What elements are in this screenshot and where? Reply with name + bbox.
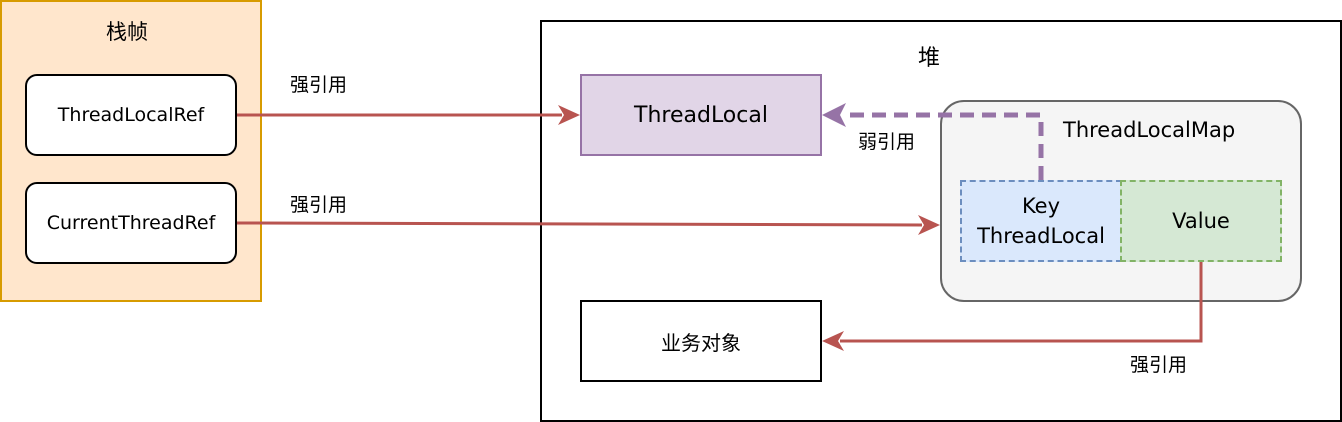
stack-frame-title: 栈帧 (106, 20, 148, 44)
weak-ref-arrow (822, 103, 1044, 180)
map-key-line1: Key (1021, 194, 1061, 218)
map-value-label: Value (1172, 209, 1230, 233)
thread-local-ref-node[interactable]: ThreadLocalRef (25, 74, 237, 156)
business-object-label: 业务对象 (661, 330, 741, 355)
map-key-cell[interactable]: Key ThreadLocal (960, 180, 1122, 262)
business-object-node[interactable]: 业务对象 (580, 300, 822, 382)
strong-ref-label-2: 强引用 (290, 194, 348, 216)
strong-ref-label-3: 强引用 (1130, 354, 1188, 376)
heap-title: 堆 (918, 46, 941, 71)
strong-ref-arrow-1 (237, 105, 580, 125)
current-thread-ref-node[interactable]: CurrentThreadRef (25, 182, 237, 264)
thread-local-label: ThreadLocal (634, 102, 768, 128)
thread-local-map-title: ThreadLocalMap (1063, 118, 1236, 142)
map-key-line2: ThreadLocal (977, 224, 1105, 248)
thread-local-node[interactable]: ThreadLocal (580, 74, 822, 156)
current-thread-ref-label: CurrentThreadRef (46, 212, 216, 234)
strong-ref-label-1: 强引用 (290, 74, 348, 96)
strong-ref-arrow-2 (236, 215, 940, 235)
strong-ref-arrow-3 (822, 262, 1203, 351)
weak-ref-label: 弱引用 (858, 131, 916, 153)
map-value-cell[interactable]: Value (1120, 180, 1282, 262)
thread-local-ref-label: ThreadLocalRef (57, 104, 205, 126)
